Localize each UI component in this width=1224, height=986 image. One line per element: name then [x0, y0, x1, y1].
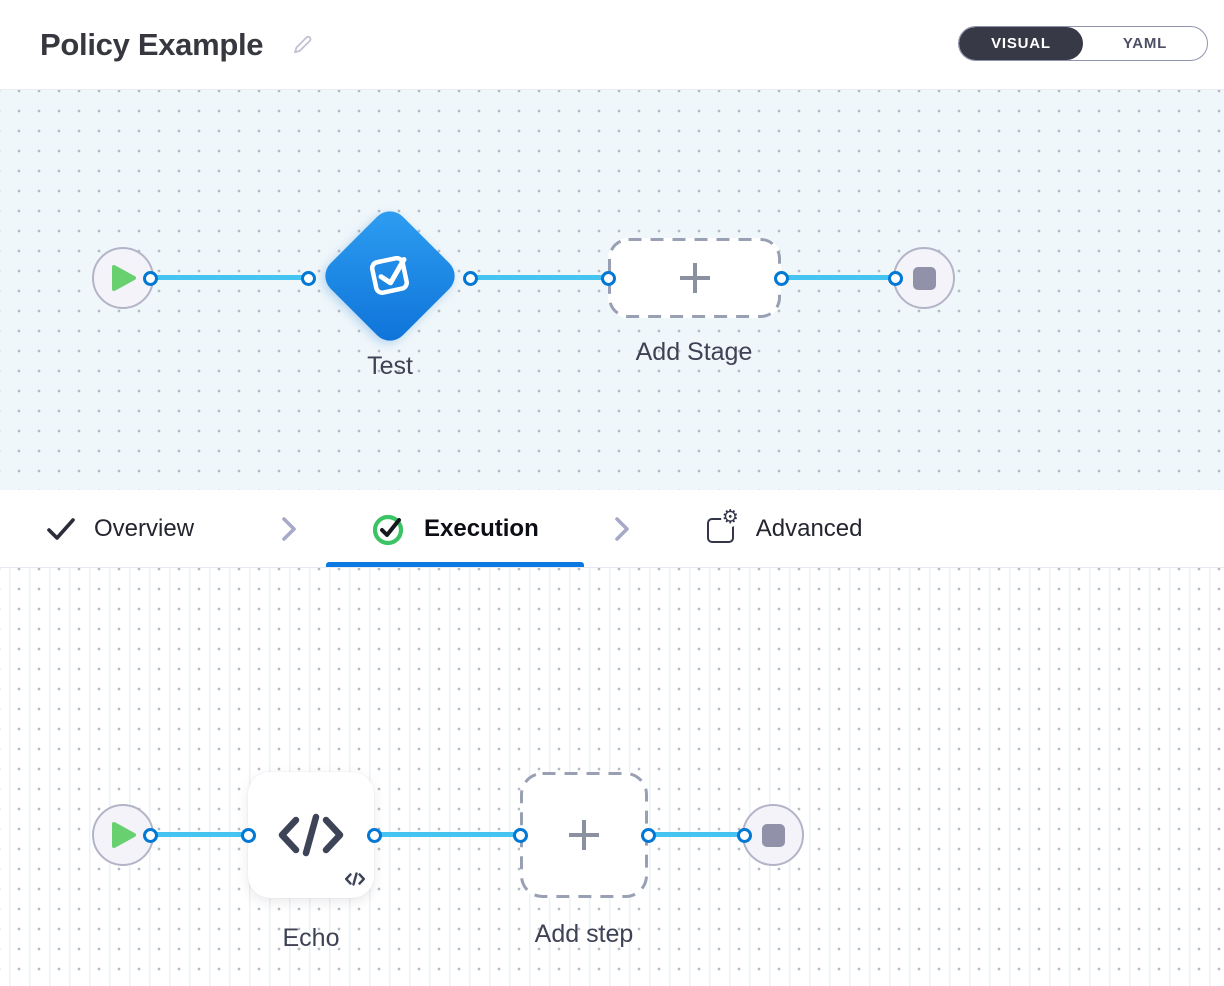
tab-label: Advanced — [755, 514, 863, 542]
connector-port[interactable] — [143, 271, 158, 286]
tab-label: Execution — [424, 514, 539, 542]
connector-port[interactable] — [888, 271, 903, 286]
stop-icon — [912, 266, 936, 290]
connector-line — [470, 275, 608, 280]
step-node-echo[interactable] — [248, 772, 374, 898]
connector-port[interactable] — [301, 271, 316, 286]
connector-port[interactable] — [774, 271, 789, 286]
code-icon — [278, 813, 344, 857]
connector-line — [150, 832, 248, 837]
add-stage-label: Add Stage — [635, 338, 753, 366]
code-badge-icon — [345, 872, 365, 891]
connector-port[interactable] — [513, 828, 528, 843]
connector-line — [150, 275, 308, 280]
stage-label: Test — [367, 352, 413, 380]
play-icon — [112, 265, 136, 291]
visual-yaml-toggle: VISUAL YAML — [958, 26, 1208, 61]
execution-canvas[interactable]: Echo Add step — [0, 568, 1224, 986]
app-header: Policy Example VISUAL YAML — [0, 0, 1224, 90]
chevron-right-icon — [611, 514, 633, 544]
connector-line — [648, 832, 744, 837]
connector-line — [781, 275, 895, 280]
tab-label: Overview — [94, 514, 195, 542]
play-icon — [112, 822, 136, 848]
connector-port[interactable] — [241, 828, 256, 843]
connector-port[interactable] — [641, 828, 656, 843]
tab-execution[interactable]: Execution — [326, 490, 584, 567]
connector-port[interactable] — [737, 828, 752, 843]
active-tab-underline — [326, 562, 584, 567]
stop-icon — [761, 823, 785, 847]
page-title: Policy Example — [40, 26, 264, 62]
add-step-label: Add step — [534, 920, 634, 948]
connector-port[interactable] — [463, 271, 478, 286]
stage-node-test[interactable] — [317, 203, 463, 349]
connector-port[interactable] — [143, 828, 158, 843]
advanced-gear-icon: ⚙ — [706, 507, 740, 544]
chevron-right-icon — [278, 514, 300, 544]
test-check-icon — [359, 243, 421, 310]
add-stage-button[interactable] — [608, 238, 781, 318]
connector-port[interactable] — [367, 828, 382, 843]
check-circle-icon — [372, 514, 404, 545]
connector-port[interactable] — [601, 271, 616, 286]
tab-overview[interactable]: Overview — [45, 490, 194, 567]
stage-tab-bar: Overview Execution ⚙ Advanced — [0, 490, 1224, 568]
plus-icon — [520, 772, 648, 898]
add-step-button[interactable] — [520, 772, 648, 898]
check-icon — [47, 517, 75, 540]
pencil-icon[interactable] — [291, 33, 314, 61]
plus-icon — [608, 238, 781, 318]
connector-line — [374, 832, 520, 837]
tab-advanced[interactable]: ⚙ Advanced — [706, 490, 863, 567]
stage-canvas[interactable]: Test Add Stage — [0, 90, 1224, 490]
step-label: Echo — [282, 924, 340, 952]
yaml-toggle-button[interactable]: YAML — [1083, 27, 1207, 60]
visual-toggle-button[interactable]: VISUAL — [959, 27, 1083, 60]
